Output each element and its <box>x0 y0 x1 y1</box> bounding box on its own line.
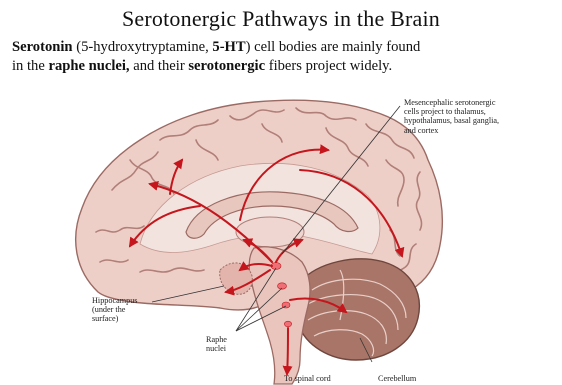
hippocampus-line-3: surface) <box>92 314 162 323</box>
hippocampus-line-1: Hippocampus <box>92 296 162 305</box>
pathway-spinal-cord <box>287 328 288 374</box>
mesencephalic-label: Mesencephalic serotonergic cells project… <box>404 98 556 135</box>
raphe-label: Raphe nuclei <box>206 335 256 353</box>
raphe-line-2: nuclei <box>206 344 256 353</box>
raphe-line-1: Raphe <box>206 335 256 344</box>
mesencephalic-line-3: hypothalamus, basal ganglia, <box>404 116 556 125</box>
mesencephalic-line-4: and cortex <box>404 126 556 135</box>
spinal-cord-label: To spinal cord <box>284 374 354 383</box>
cerebellum-label: Cerebellum <box>378 374 448 383</box>
cerebellum-shape <box>295 259 419 360</box>
mesencephalic-line-1: Mesencephalic serotonergic <box>404 98 556 107</box>
thalamus <box>236 217 304 247</box>
hippocampus-label: Hippocampus (under the surface) <box>92 296 162 324</box>
mesencephalic-line-2: cells project to thalamus, <box>404 107 556 116</box>
hippocampus-line-2: (under the <box>92 305 162 314</box>
